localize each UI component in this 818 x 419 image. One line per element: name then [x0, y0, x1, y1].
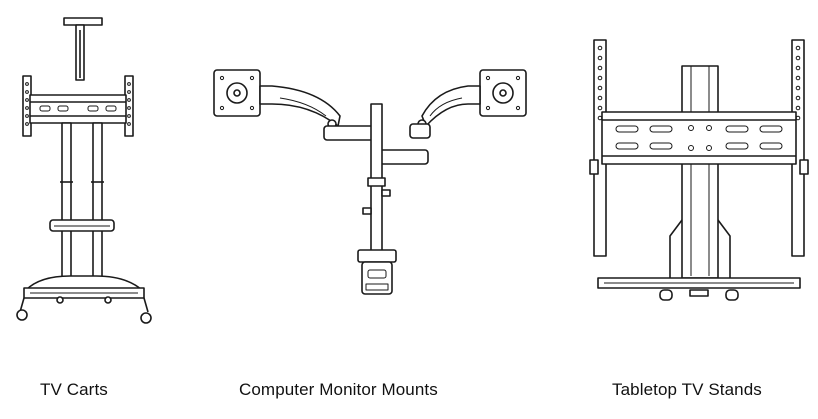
tabletop-stand-icon	[589, 39, 809, 301]
caption-tv-carts: TV Carts	[40, 380, 108, 399]
caption-tabletop-tv-stands: Tabletop TV Stands	[612, 380, 762, 399]
caption-computer-monitor-mounts: Computer Monitor Mounts	[239, 380, 438, 399]
product-tabletop-tv-stands[interactable]	[580, 0, 818, 360]
product-tv-carts[interactable]	[0, 0, 200, 360]
product-computer-monitor-mounts[interactable]	[200, 0, 560, 360]
tv-cart-icon	[16, 17, 152, 324]
monitor-mount-icon	[213, 69, 527, 295]
